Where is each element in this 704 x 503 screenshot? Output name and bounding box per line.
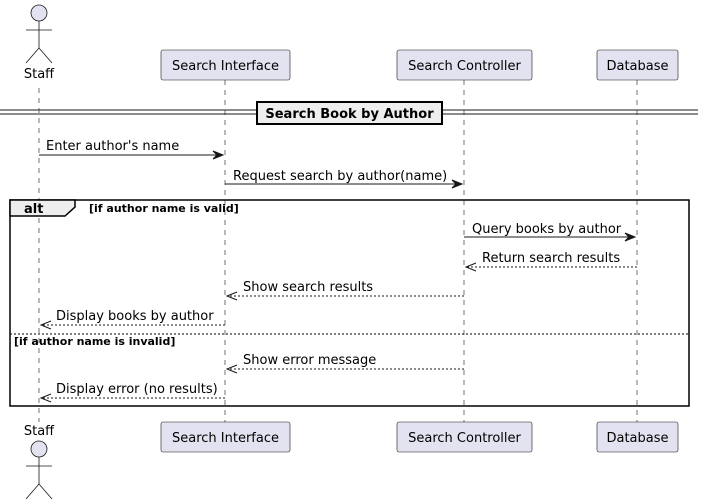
participant-database-bottom: Database <box>596 421 679 453</box>
actor-label: Staff <box>24 424 55 439</box>
message-show-results: Show search results <box>225 280 464 301</box>
message-return-results: Return search results <box>464 251 637 272</box>
participant-label: Search Interface <box>172 431 279 446</box>
arrow-head-icon <box>39 320 52 330</box>
divider-label: Search Book by Author <box>265 107 434 122</box>
arrow-head-icon <box>451 179 464 189</box>
message-display-error: Display error (no results) <box>39 382 225 403</box>
message-enter-author-name: Enter author's name <box>39 139 225 160</box>
alt-fragment: alt [if author name is valid] [if author… <box>9 199 690 407</box>
divider: Search Book by Author <box>0 101 698 125</box>
participant-database-top: Database <box>596 49 679 81</box>
message-label: Return search results <box>482 251 620 266</box>
message-query-books: Query books by author <box>464 222 637 242</box>
message-label: Query books by author <box>472 222 622 237</box>
message-label: Request search by author(name) <box>233 169 447 184</box>
participant-label: Search Controller <box>408 59 521 74</box>
participant-label: Database <box>606 431 668 446</box>
participant-search-controller-top: Search Controller <box>396 49 533 81</box>
arrow-head-icon <box>624 232 637 242</box>
participant-search-interface-top: Search Interface <box>160 49 291 81</box>
actor-label: Staff <box>24 67 55 82</box>
arrow-head-icon <box>225 291 238 301</box>
arrow-head-icon <box>464 262 477 272</box>
participant-label: Database <box>606 59 668 74</box>
actor-staff-top: Staff <box>24 4 55 82</box>
arrow-head-icon <box>39 393 52 403</box>
message-label: Display error (no results) <box>56 382 218 397</box>
participant-search-interface-bottom: Search Interface <box>160 421 291 453</box>
alt-condition: [if author name is valid] <box>89 202 239 215</box>
message-show-error: Show error message <box>225 353 464 374</box>
message-display-books: Display books by author <box>39 309 225 330</box>
actor-staff-bottom: Staff <box>24 424 55 500</box>
participant-search-controller-bottom: Search Controller <box>396 421 533 453</box>
message-label: Show search results <box>243 280 373 295</box>
stick-figure-icon <box>25 440 53 500</box>
message-label: Display books by author <box>56 309 214 324</box>
message-label: Show error message <box>243 353 376 368</box>
arrow-head-icon <box>225 364 238 374</box>
participant-label: Search Controller <box>408 431 521 446</box>
message-request-search: Request search by author(name) <box>225 169 464 189</box>
participant-label: Search Interface <box>172 59 279 74</box>
alt-keyword: alt <box>24 202 43 217</box>
alt-else-condition: [if author name is invalid] <box>14 335 175 348</box>
arrow-head-icon <box>212 150 225 160</box>
stick-figure-icon <box>25 4 53 64</box>
message-label: Enter author's name <box>46 139 179 154</box>
